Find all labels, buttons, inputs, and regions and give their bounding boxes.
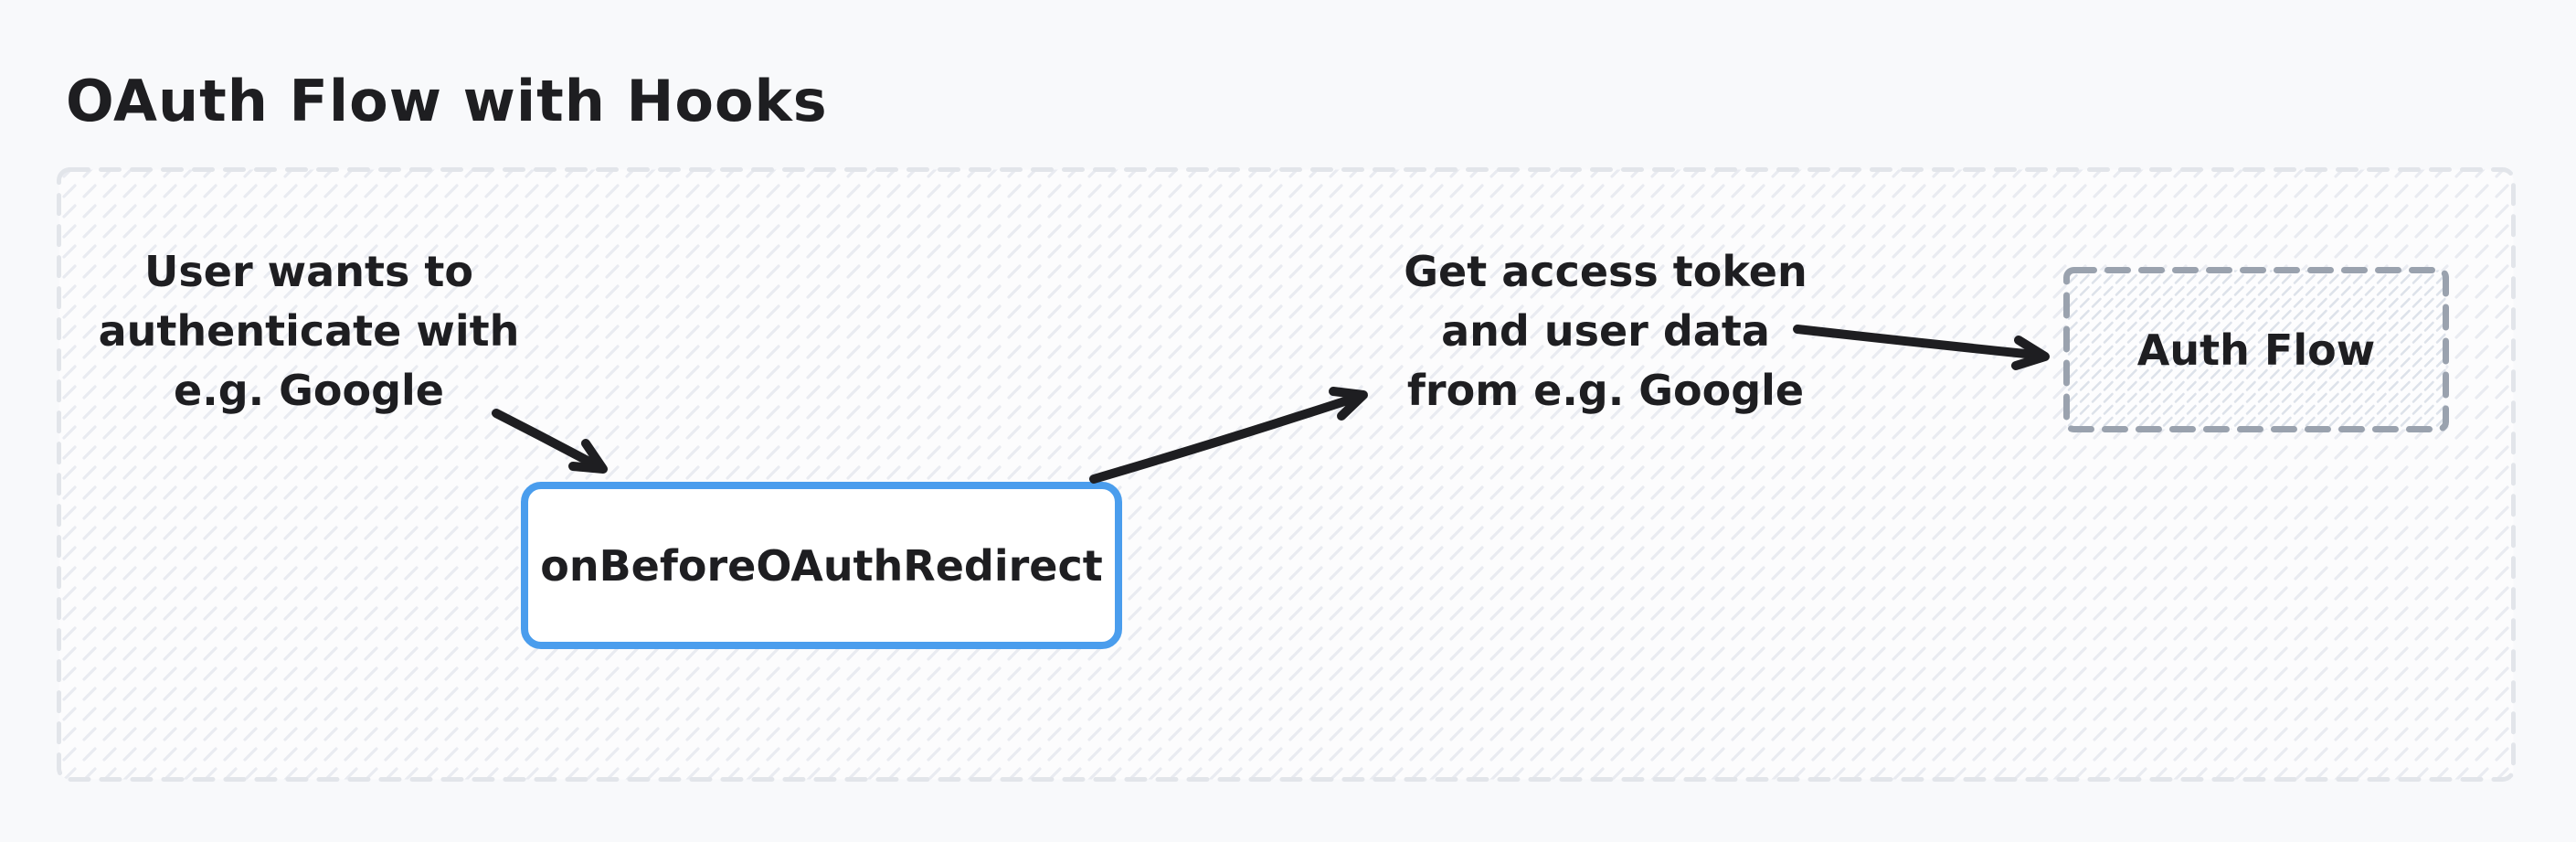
- text-user-intent-line: e.g. Google: [174, 366, 444, 415]
- text-get-token-line: Get access token: [1404, 247, 1807, 296]
- auth-flow-box-label: Auth Flow: [2136, 325, 2376, 375]
- auth-flow-box-border: [2063, 267, 2449, 432]
- text-get-token-line: from e.g. Google: [1406, 366, 1805, 415]
- text-user-intent-line: authenticate with: [98, 306, 520, 356]
- auth-flow-box-hatch: [2066, 270, 2446, 430]
- hook-box-label: onBeforeOAuthRedirect: [540, 540, 1103, 591]
- page-title: OAuth Flow with Hooks: [66, 68, 828, 134]
- arrow-hook-to-token: [1089, 387, 1368, 484]
- hook-box: [521, 482, 1122, 649]
- arrow-user-to-hook: [492, 409, 608, 474]
- text-get-token: Get access token and user data from e.g.…: [1368, 242, 1843, 421]
- text-user-intent-line: User wants to: [144, 247, 473, 296]
- text-user-intent: User wants to authenticate with e.g. Goo…: [71, 242, 546, 421]
- arrow-token-to-authflow: [1793, 325, 2050, 370]
- flow-frame-border: [57, 167, 2516, 782]
- text-get-token-line: and user data: [1441, 306, 1770, 356]
